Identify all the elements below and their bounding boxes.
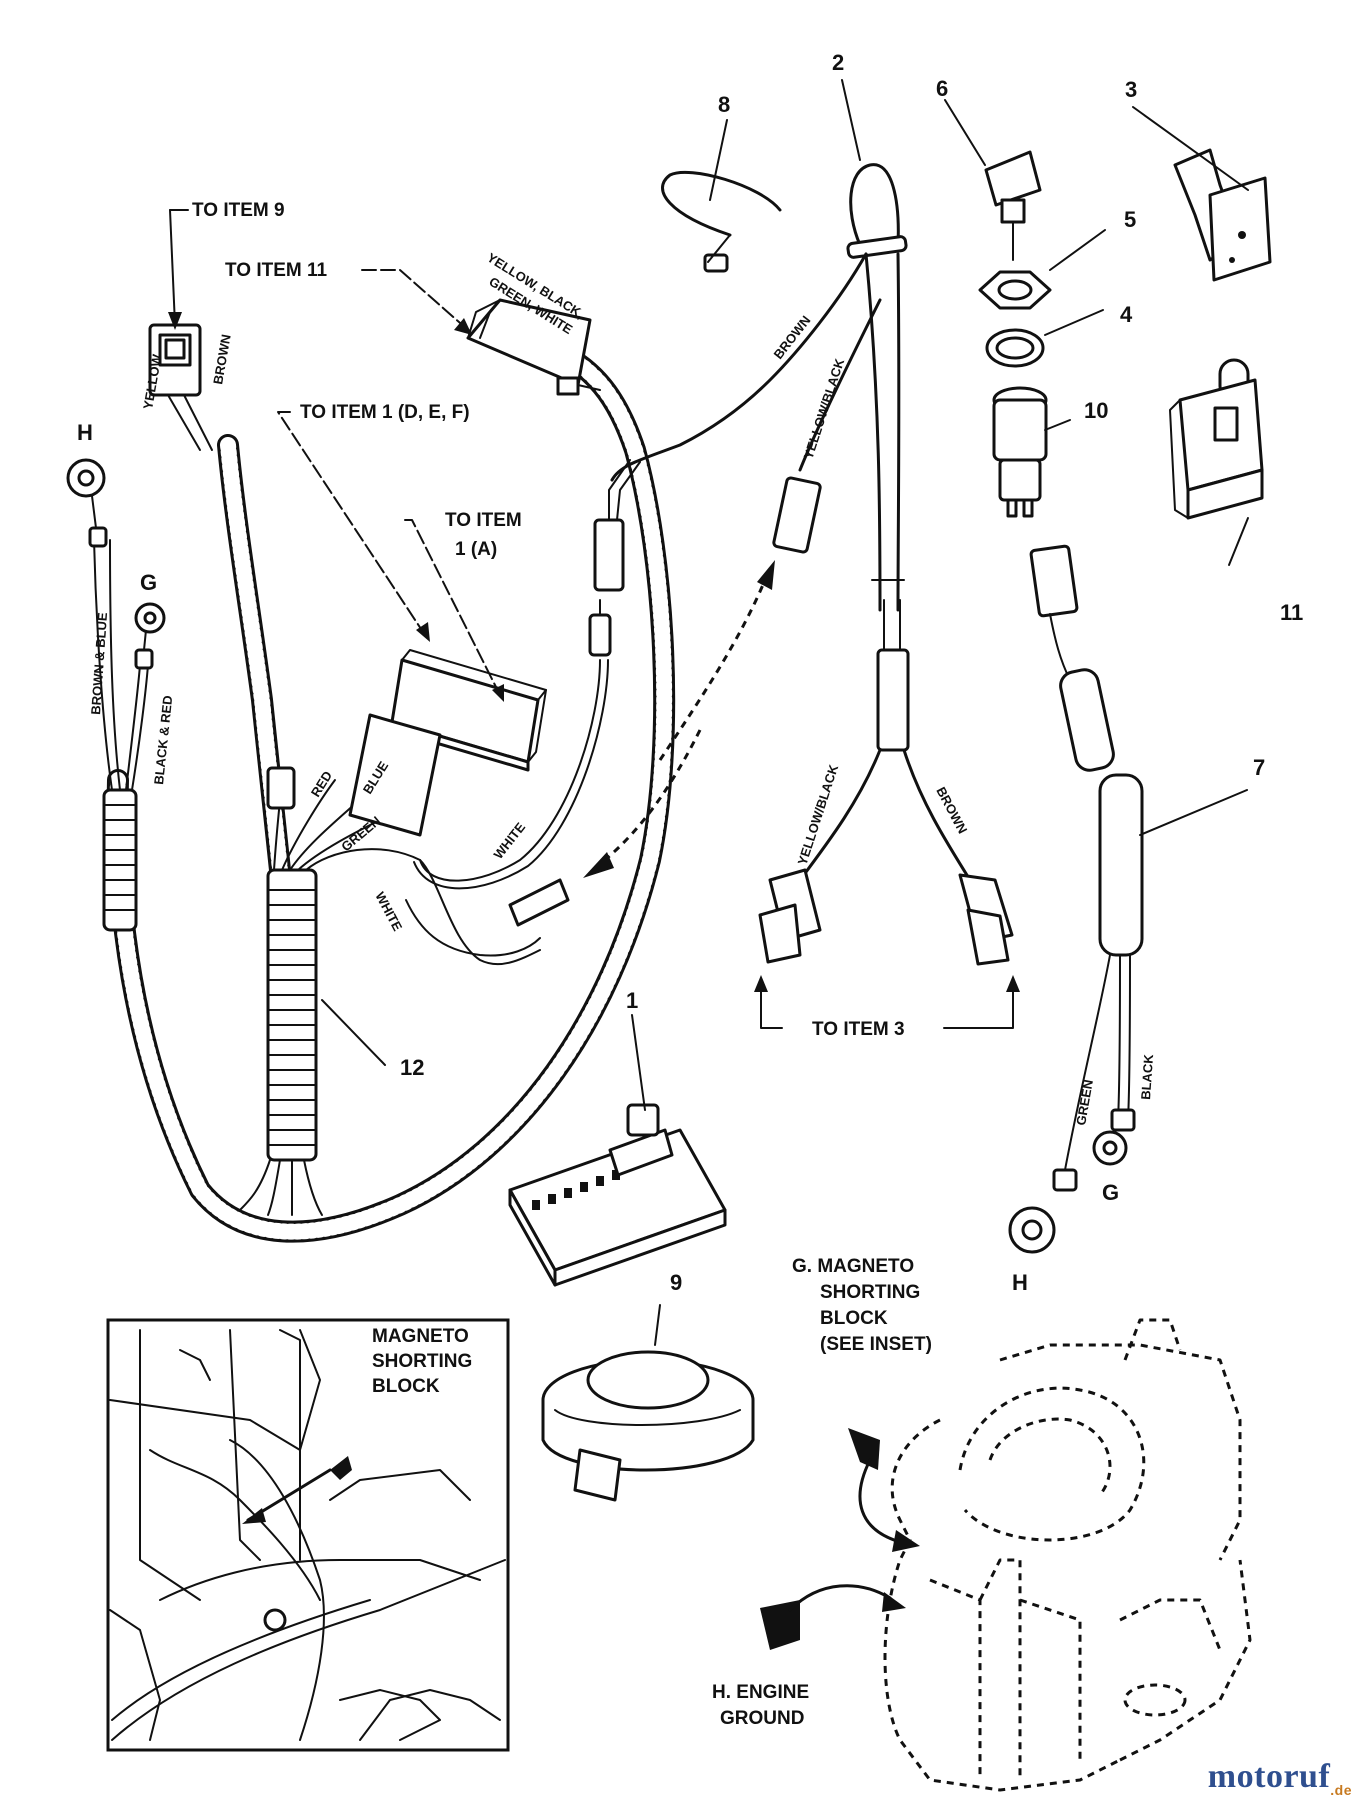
item-number-11: 11 <box>1280 600 1303 625</box>
item-number-12: 12 <box>400 1055 424 1080</box>
callout-to-item-3: TO ITEM 3 <box>812 1019 905 1040</box>
terminal-letter-g-left: G <box>140 570 157 595</box>
callout-to-item-9: TO ITEM 9 <box>192 200 285 221</box>
inset-label-line1: MAGNETO <box>372 1326 469 1347</box>
engine-label-g-line3: BLOCK <box>820 1308 888 1329</box>
item-10-ignition-switch <box>992 386 1048 518</box>
item-number-8: 8 <box>718 92 730 117</box>
terminal-letter-h-left: H <box>77 420 93 445</box>
dashed-routing-arrows <box>583 560 775 878</box>
engine-callout-arrows <box>760 1428 920 1650</box>
item-11-relay <box>1169 358 1264 520</box>
watermark-logo: motoruf.de <box>1208 1758 1352 1798</box>
item-number-1: 1 <box>626 988 638 1013</box>
item-number-5: 5 <box>1124 207 1136 232</box>
item-6-ignition-key <box>984 150 1042 261</box>
white-wire-loop <box>405 459 641 957</box>
callout-to-item-1a-line1: TO ITEM <box>445 510 522 531</box>
inset-label-line3: BLOCK <box>372 1376 440 1397</box>
engine-label-h-line1: H. ENGINE <box>712 1682 809 1703</box>
inset-label-line2: SHORTING <box>372 1351 472 1372</box>
wire-label-yellow-black-top: YELLOW/BLACK <box>801 356 848 461</box>
item-12-main-harness <box>102 344 676 1243</box>
item-7-ground-wire <box>1008 544 1144 1254</box>
item-2-wire-assembly <box>610 163 1014 966</box>
item-number-2: 2 <box>832 50 844 75</box>
item-4-lock-washer <box>985 328 1045 368</box>
wire-label-black-7: BLACK <box>1138 1053 1156 1100</box>
engine-label-g-line2: SHORTING <box>820 1282 920 1303</box>
wire-label-white-2: WHITE <box>372 889 405 933</box>
item-number-4: 4 <box>1120 302 1133 327</box>
item-1-connector <box>508 1103 727 1287</box>
item-number-6: 6 <box>936 76 948 101</box>
engine-outline <box>883 1318 1252 1792</box>
engine-label-h-line2: GROUND <box>720 1708 804 1729</box>
item-number-3: 3 <box>1125 77 1137 102</box>
terminal-letter-g-right: G <box>1102 1180 1119 1205</box>
wire-label-brown: BROWN <box>210 333 234 385</box>
callout-to-item-1-def: TO ITEM 1 (D, E, F) <box>300 402 470 423</box>
terminal-letter-h-right: H <box>1012 1270 1028 1295</box>
item-number-7: 7 <box>1253 755 1265 780</box>
item-3-bracket-switch <box>1173 148 1272 282</box>
wire-label-yellow-black-low: YELLOW/BLACK <box>795 762 842 867</box>
item-number-9: 9 <box>670 1270 682 1295</box>
engine-label-g-line1: G. MAGNETO <box>792 1256 914 1277</box>
item-8-tie-strap <box>661 170 782 273</box>
left-ground-terminals <box>66 458 166 791</box>
leader-lines <box>169 79 1249 1346</box>
magneto-inset-photo <box>106 1318 510 1752</box>
wire-label-black-red: BLACK & RED <box>151 695 175 786</box>
item-number-10: 10 <box>1084 398 1108 423</box>
callout-to-item-11: TO ITEM 11 <box>225 260 328 281</box>
callout-to-item-1a-line2: 1 (A) <box>455 539 497 560</box>
wire-label-green-7: GREEN <box>1073 1078 1096 1126</box>
connector-to-item-9 <box>148 323 213 451</box>
item-5-hex-nut <box>978 270 1052 310</box>
wire-label-brown-blue: BROWN & BLUE <box>88 612 110 716</box>
central-connector-block <box>348 649 547 837</box>
item-9-sensor <box>541 1350 755 1502</box>
leader-arrowheads <box>168 312 1020 992</box>
watermark-suffix: .de <box>1330 1782 1352 1798</box>
engine-label-g-line4: (SEE INSET) <box>820 1334 932 1355</box>
connector-to-item-11 <box>466 298 601 396</box>
watermark-name: motoruf <box>1207 1758 1331 1796</box>
wire-label-white-1: WHITE <box>491 819 529 861</box>
